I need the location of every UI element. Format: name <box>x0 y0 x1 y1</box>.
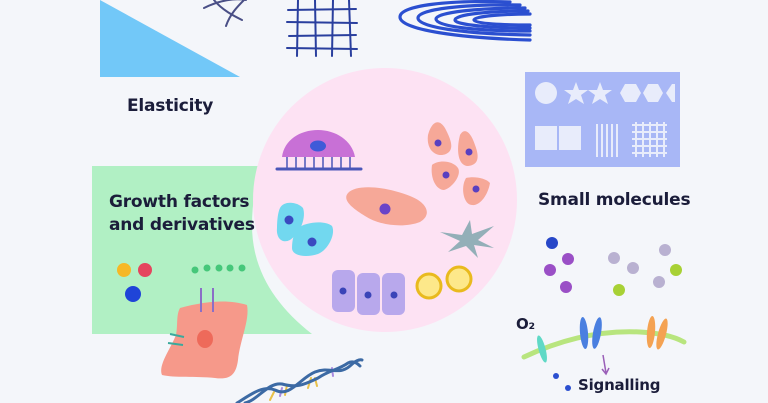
epithelial-cells-icon <box>276 202 334 256</box>
oxygen-label: O₂ <box>516 315 535 333</box>
arrow-icon <box>601 354 610 376</box>
membrane-icon <box>521 329 687 360</box>
curved-lines-icon <box>203 0 247 27</box>
molecule-dots-icon <box>544 237 682 296</box>
grid-icon <box>286 0 358 57</box>
spiral-icon <box>398 0 532 42</box>
small-molecules-label: Small molecules <box>538 190 691 210</box>
cell-with-receptors-icon <box>161 288 248 379</box>
signalling-dots-icon <box>553 373 571 391</box>
colored-dots-icon <box>117 263 152 302</box>
triangle-icon <box>100 0 240 77</box>
signalling-label: Signalling <box>578 376 661 394</box>
yellow-cells-icon <box>415 265 473 300</box>
triangular-cells-icon <box>427 122 490 206</box>
receptor-icons <box>537 316 668 363</box>
dna-icon <box>235 358 364 403</box>
growth-factors-line2: and derivatives <box>109 214 255 235</box>
fibroblast-icon <box>346 187 427 226</box>
elasticity-label: Elasticity <box>127 96 214 116</box>
shapes-panel-icon <box>525 72 680 167</box>
green-dot-row-icon <box>191 264 246 274</box>
stellate-cell-icon <box>440 220 494 258</box>
adherent-cell-icon <box>275 130 363 171</box>
growth-factors-line1: Growth factors <box>109 192 250 212</box>
growth-factors-label: Growth factors and derivatives <box>109 191 255 237</box>
growth-factors-panel <box>92 166 312 334</box>
columnar-cells-icon <box>332 270 405 315</box>
